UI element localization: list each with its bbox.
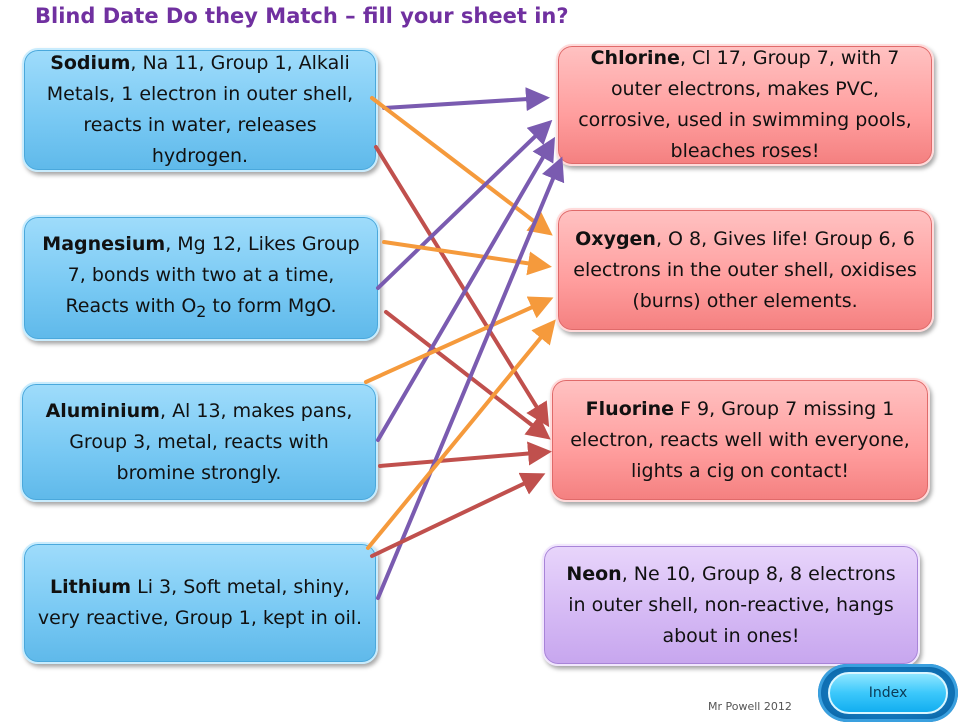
sodium-box: Sodium, Na 11, Group 1, Alkali Metals, 1… [22,48,378,172]
neon-name: Neon [566,562,622,585]
arrow-magnesium-to-chlorine [376,119,553,290]
arrow-sodium-to-oxygen [370,96,553,236]
neon-box: Neon, Ne 10, Group 8, 8 electrons in out… [542,544,920,666]
arrow-sodium-to-fluorine [374,145,550,428]
magnesium-text: , Mg 12, Likes Group 7, bonds with two a… [65,233,360,318]
arrow-aluminium-to-fluorine [378,441,552,468]
arrow-aluminium-to-chlorine [376,136,556,442]
aluminium-box: Aluminium, Al 13, makes pans, Group 3, m… [20,382,378,502]
fluorine-box: Fluorine F 9, Group 7 missing 1 electron… [550,378,930,502]
chlorine-text: , Cl 17, Group 7, with 7 outer electrons… [578,47,912,162]
author-footer: Mr Powell 2012 [708,700,792,713]
lithium-box: Lithium Li 3, Soft metal, shiny, very re… [22,542,378,664]
fluorine-text: F 9, Group 7 missing 1 electron, reacts … [570,397,910,482]
arrow-lithium-to-oxygen [366,319,556,550]
sodium-name: Sodium [50,52,131,74]
magnesium-name: Magnesium [42,233,166,256]
chlorine-name: Chlorine [590,47,680,69]
slide-title: Blind Date Do they Match – fill your she… [35,4,569,28]
aluminium-name: Aluminium [45,399,160,422]
lithium-name: Lithium [50,576,132,598]
magnesium-subscript: 2 [196,301,207,321]
aluminium-text: , Al 13, makes pans, Group 3, metal, rea… [69,399,353,484]
arrow-lithium-to-fluorine [370,472,546,558]
neon-text: , Ne 10, Group 8, 8 electrons in outer s… [568,562,896,647]
arrow-sodium-to-chlorine [382,87,550,112]
index-button[interactable]: Index [828,672,948,714]
arrow-aluminium-to-oxygen [364,296,554,384]
oxygen-text: , O 8, Gives life! Group 6, 6 electrons … [573,227,917,312]
oxygen-name: Oxygen [575,227,656,250]
arrow-lithium-to-chlorine [376,156,565,600]
lithium-text: Li 3, Soft metal, shiny, very reactive, … [37,576,363,629]
fluorine-name: Fluorine [585,397,675,420]
chlorine-box: Chlorine, Cl 17, Group 7, with 7 outer e… [556,44,934,166]
magnesium-box: Magnesium, Mg 12, Likes Group 7, bonds w… [22,215,380,341]
index-button-ring: Index [818,664,958,722]
oxygen-box: Oxygen, O 8, Gives life! Group 6, 6 elec… [556,208,934,332]
magnesium-text-end: to form MgO. [206,295,337,318]
arrow-magnesium-to-fluorine [384,310,551,440]
sodium-text: , Na 11, Group 1, Alkali Metals, 1 elect… [46,52,354,167]
